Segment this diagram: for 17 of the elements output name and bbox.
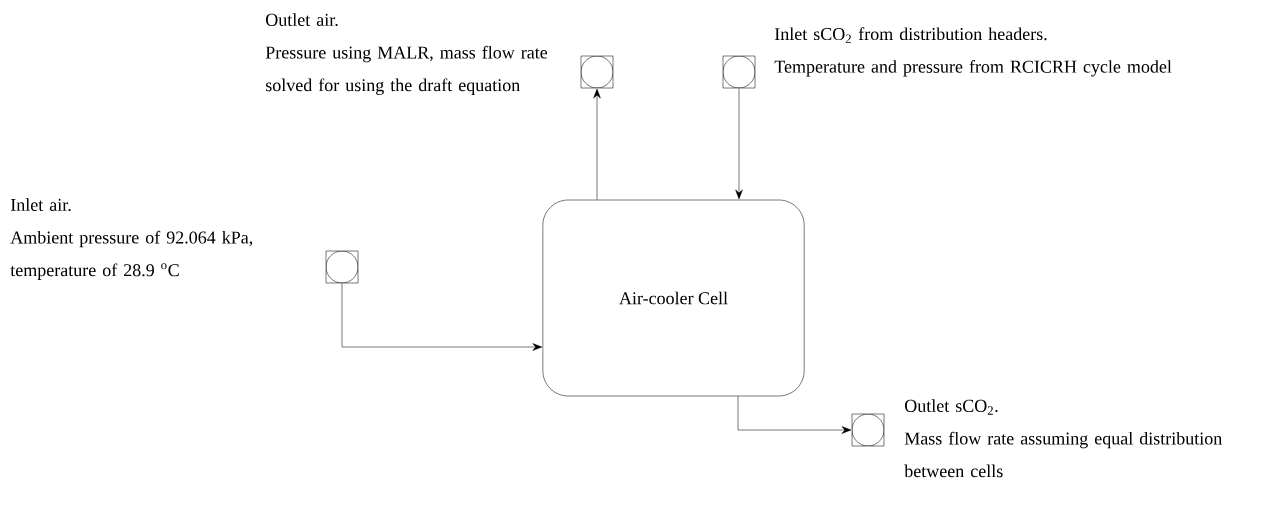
arrow <box>593 88 601 200</box>
port-symbol <box>851 413 885 447</box>
description-text: Inlet air. <box>10 198 71 211</box>
process-box: Air-cooler Cell <box>542 199 805 397</box>
description-text: Outlet sCO$_{2}$. <box>905 399 998 415</box>
port-symbol <box>325 250 359 284</box>
arrow <box>735 88 743 200</box>
arrow <box>737 396 852 434</box>
port-symbol <box>722 55 756 89</box>
arrow <box>341 283 543 351</box>
description-text: Ambient pressure of 92.064 kPa, temperature of 28.9 $^{o}$C <box>10 230 253 280</box>
description-text: Outlet air. <box>266 13 338 26</box>
port-symbol <box>580 55 614 89</box>
description-text: Mass flow rate assuming equal distribution between cells <box>904 431 1222 478</box>
description-text: Pressure using MALR, mass flow rate solved for using the draft equation <box>265 45 548 95</box>
description-text: Temperature and pressure from RCICRH cycle model <box>774 59 1172 77</box>
description-text: Inlet sCO$_{2}$ from distribution headers. <box>774 27 1047 43</box>
